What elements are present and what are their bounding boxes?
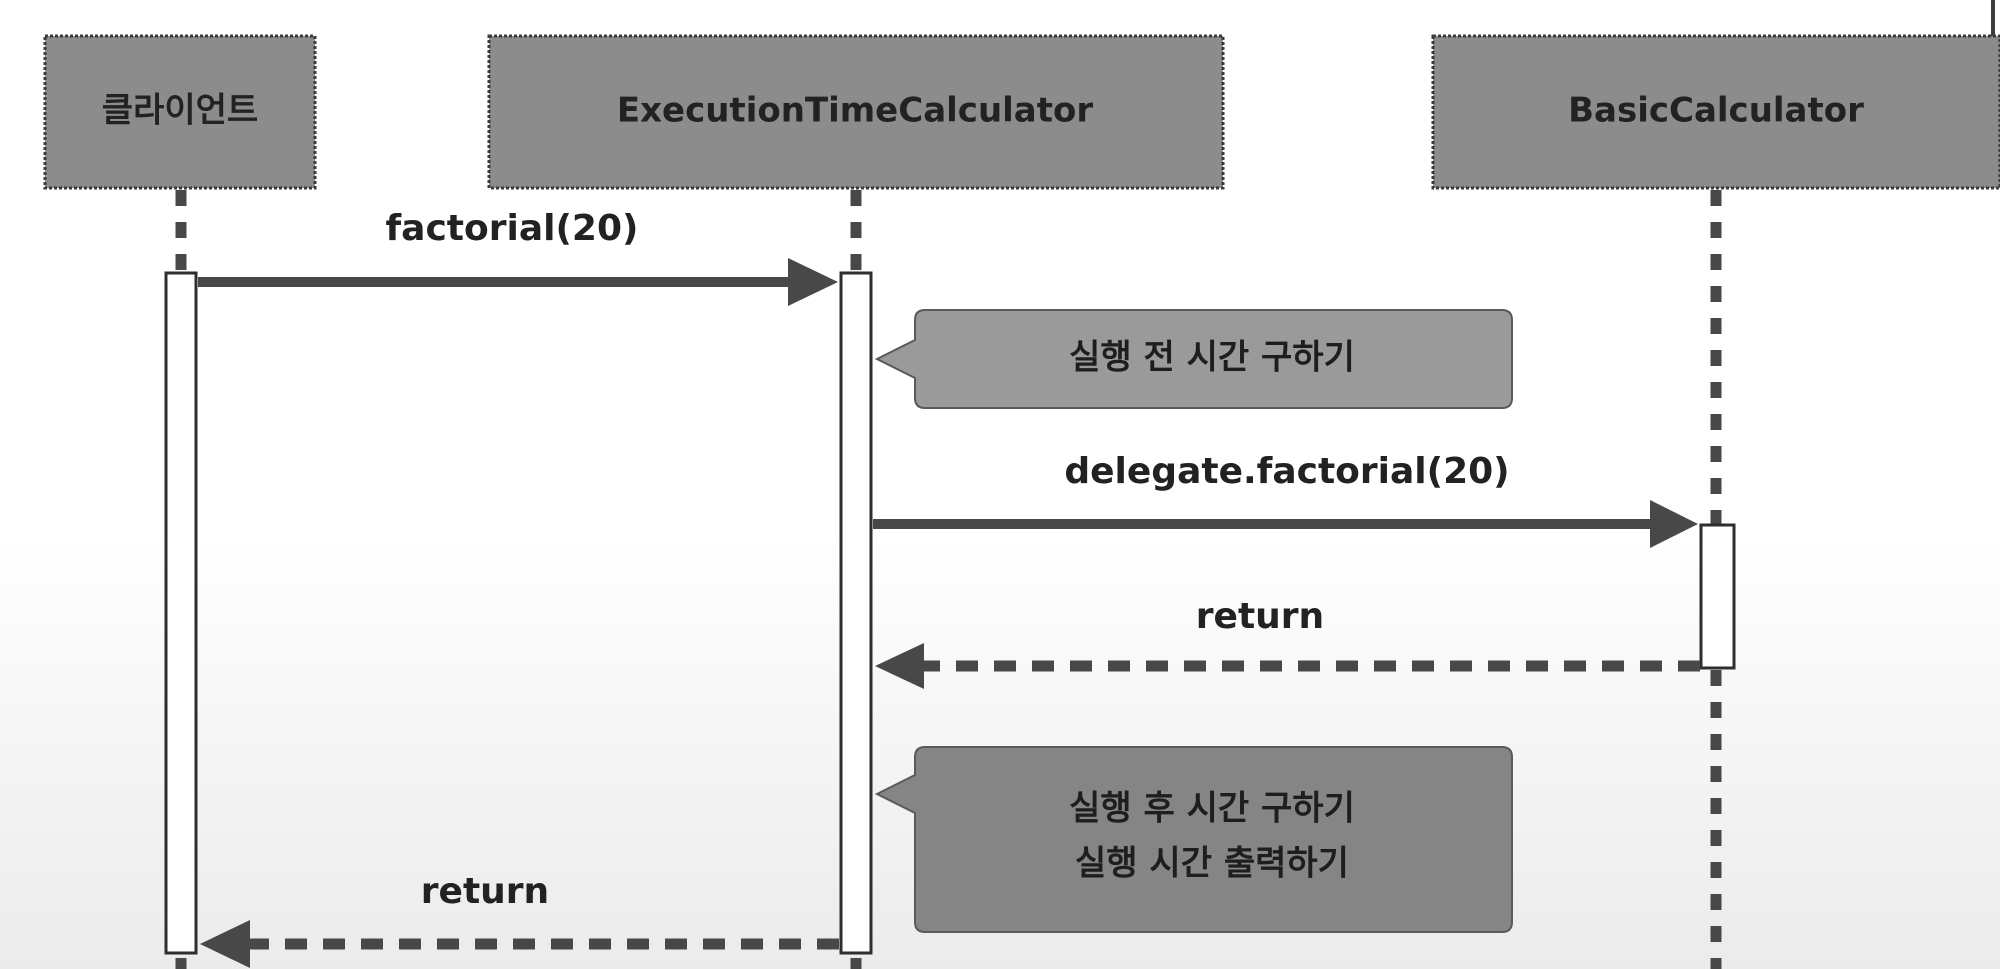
note-after-execution: 실행 후 시간 구하기 실행 시간 출력하기 <box>874 746 1513 933</box>
message-return-client-label: return <box>421 871 549 912</box>
message-return-basic: return <box>875 596 1700 689</box>
message-delegate-factorial: delegate.factorial(20) <box>873 451 1698 548</box>
note-after-execution-line-2: 실행 시간 출력하기 <box>1075 844 1349 884</box>
participant-client: 클라이언트 <box>43 34 317 190</box>
participant-client-label: 클라이언트 <box>102 91 258 131</box>
message-delegate-factorial-label: delegate.factorial(20) <box>1064 451 1509 492</box>
note-before-execution: 실행 전 시간 구하기 <box>874 309 1513 409</box>
message-return-basic-label: return <box>1196 596 1324 637</box>
activation-client <box>164 271 198 955</box>
message-factorial-label: factorial(20) <box>386 208 639 249</box>
message-factorial: factorial(20) <box>198 208 838 306</box>
participant-execution-time-calculator-label: ExecutionTimeCalculator <box>617 91 1093 131</box>
participant-execution-time-calculator: ExecutionTimeCalculator <box>487 34 1225 190</box>
participant-basic-calculator-label: BasicCalculator <box>1568 91 1864 131</box>
activation-basic-calculator <box>1699 523 1736 670</box>
message-return-client: return <box>200 871 839 968</box>
activation-execution-time-calculator <box>839 271 873 955</box>
note-before-execution-text: 실행 전 시간 구하기 <box>1069 338 1355 378</box>
participant-basic-calculator: BasicCalculator <box>1431 34 2000 190</box>
note-after-execution-line-1: 실행 후 시간 구하기 <box>1069 789 1355 829</box>
